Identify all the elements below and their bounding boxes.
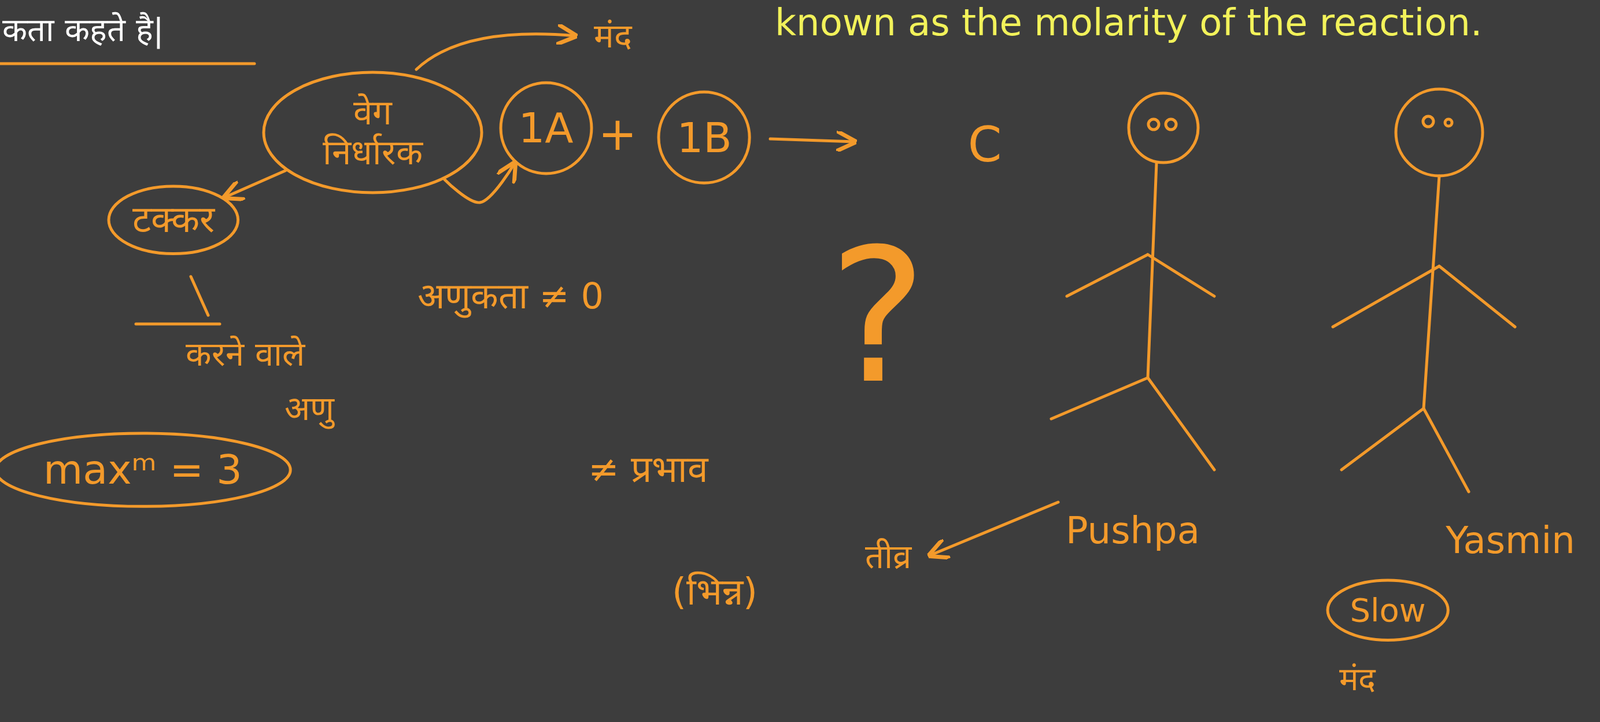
handwritten-label: ?	[828, 209, 927, 423]
handwritten-label: ≠ प्रभाव	[588, 448, 709, 491]
handwritten-label: मंद	[1339, 660, 1376, 698]
pointer-arrow	[416, 34, 576, 70]
circled-term: Slow	[1325, 578, 1450, 642]
handwritten-label: (भिन्न)	[671, 570, 758, 614]
hand-drawn-ellipse	[0, 433, 291, 506]
underline	[0, 62, 255, 66]
stick-figure-head	[1128, 93, 1199, 163]
node-text: 1B	[676, 113, 732, 162]
text-wrap: Slow	[1349, 591, 1426, 629]
node-text: वेग निर्धारक	[300, 92, 445, 173]
text-wrap: 1A	[518, 104, 574, 153]
handwritten-label: कता कहते है|	[2, 11, 164, 49]
hand-drawn-ellipse	[263, 72, 482, 193]
handwritten-label: अणुकता ≠ 0	[417, 275, 604, 317]
handwritten-label: Yasmin	[1445, 519, 1576, 563]
handwritten-label: +	[597, 107, 637, 161]
stick-figure-head	[1395, 89, 1483, 176]
node-text: टक्कर	[132, 198, 215, 242]
text-wrap: टक्कर	[132, 198, 215, 242]
text-wrap: 1B	[676, 113, 732, 162]
stick-figure-legs	[1051, 377, 1215, 470]
node-text: maxᵐ = 3	[43, 446, 243, 494]
node-text: 1A	[518, 104, 574, 153]
text-wrap: वेग निर्धारक	[300, 92, 445, 173]
connector-arrow	[224, 170, 286, 198]
handwritten-label: मंद	[593, 16, 633, 56]
reaction-arrow	[770, 138, 855, 142]
connector-arrow	[444, 163, 515, 203]
pointer-arrow	[929, 501, 1059, 556]
stick-figure-eye	[1165, 119, 1177, 130]
stick-figure-eye	[1445, 119, 1452, 127]
hand-drawn-ellipse	[658, 91, 750, 183]
stick-figure-eye	[1423, 116, 1434, 127]
hand-drawn-ellipse	[108, 186, 239, 254]
circled-term: टक्कर	[106, 184, 240, 256]
leader-line	[190, 276, 209, 316]
text-wrap: maxᵐ = 3	[43, 446, 243, 494]
stick-figure-body	[1423, 175, 1440, 409]
node-text: Slow	[1349, 591, 1426, 629]
circled-term: 1B	[656, 90, 752, 185]
handwritten-label: अणु	[284, 389, 335, 428]
hand-drawn-ellipse	[500, 82, 592, 174]
handwritten-label: C	[967, 116, 1003, 173]
stick-figure-body	[1147, 163, 1157, 378]
handwritten-label: known as the molarity of the reaction.	[774, 1, 1483, 45]
overline	[135, 322, 220, 326]
stick-figure-eye	[1148, 119, 1159, 130]
handwritten-label: तीव्र	[865, 537, 912, 576]
stick-figure-arms	[1332, 265, 1515, 327]
circled-term: वेग निर्धारक	[261, 70, 484, 195]
circled-term: 1A	[499, 80, 594, 176]
stick-figure-arms	[1066, 254, 1215, 297]
circled-term: maxᵐ = 3	[0, 431, 293, 508]
handwritten-label: Pushpa	[1065, 509, 1200, 553]
stick-figure-legs	[1341, 408, 1469, 492]
hand-drawn-ellipse	[1327, 579, 1448, 640]
handwritten-label: करने वाले	[185, 334, 305, 374]
